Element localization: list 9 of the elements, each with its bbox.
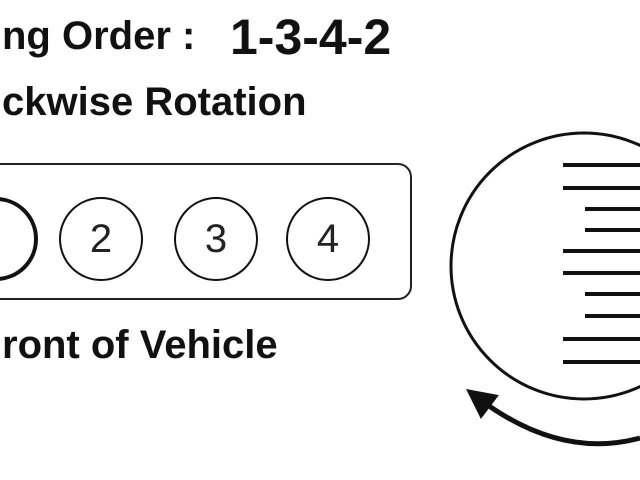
heading-text: ng Order : xyxy=(2,14,196,59)
engine-block-outline xyxy=(0,163,412,300)
cylinder-circle: 2 xyxy=(59,197,143,281)
cylinder-circle: 4 xyxy=(286,197,370,281)
cylinder-circle: 3 xyxy=(174,197,258,281)
caption-text: ront of Vehicle xyxy=(2,323,278,368)
crankshaft-pulley-drawing xyxy=(449,131,640,401)
heading-text: ckwise Rotation xyxy=(2,80,307,125)
firing-order-text: 1-3-4-2 xyxy=(230,8,392,66)
